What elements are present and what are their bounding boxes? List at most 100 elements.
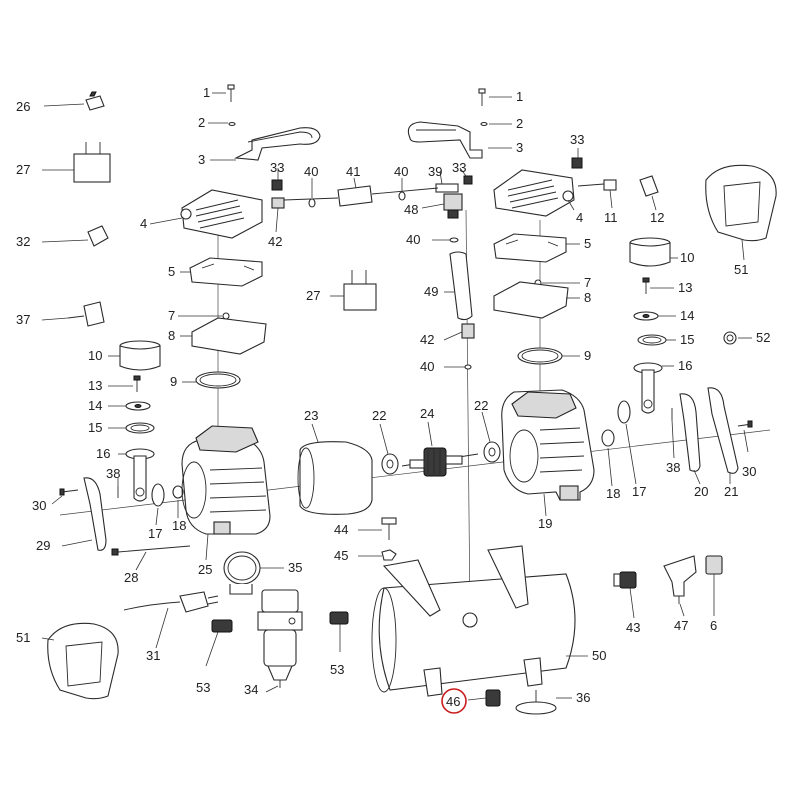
label-40b: 40 (394, 164, 408, 179)
fitting-part-42-left (271, 197, 285, 233)
label-13a: 13 (88, 378, 102, 393)
label-15a: 15 (88, 420, 102, 435)
valve-screw-part-7-left (178, 312, 230, 320)
washer-part-40-c (432, 237, 459, 243)
piston-screw-part-13-left (108, 375, 141, 392)
label-34: 34 (244, 682, 258, 697)
nipple-part-53-right (329, 611, 349, 652)
connecting-rod-part-16-right (633, 362, 674, 414)
label-35: 35 (288, 560, 302, 575)
label-10b: 10 (680, 250, 694, 265)
label-36: 36 (576, 690, 590, 705)
pin-part-38-right (671, 408, 675, 459)
fan-cover-part-20 (679, 393, 701, 485)
capacitor-part-27-right (330, 270, 377, 311)
label-52: 52 (756, 330, 770, 345)
label-8b: 8 (584, 290, 591, 305)
label-21: 21 (724, 484, 738, 499)
check-valve-part-48 (421, 193, 463, 219)
label-8a: 8 (168, 328, 175, 343)
label-32: 32 (16, 234, 30, 249)
label-27a: 27 (16, 162, 30, 177)
head-gasket-part-5-right (493, 233, 580, 263)
highlight-ring-part-46 (441, 688, 467, 714)
fitting-part-33-mid (459, 167, 473, 185)
eccentric-part-17-left (151, 483, 165, 526)
label-3b: 3 (516, 140, 523, 155)
label-42a: 42 (268, 234, 282, 249)
label-51b: 51 (734, 262, 748, 277)
power-cord-part-31 (123, 591, 219, 649)
bolt-part-30-left (51, 488, 79, 505)
label-39: 39 (428, 164, 442, 179)
label-17b: 17 (632, 484, 646, 499)
valve-plate-part-8-left (180, 317, 267, 355)
elbow-fitting-part-47 (663, 555, 697, 617)
piston-cup-part-15-left (108, 422, 155, 434)
label-14b: 14 (680, 308, 694, 323)
label-9a: 9 (170, 374, 177, 389)
o-ring-part-9-left (182, 371, 241, 389)
label-46: 46 (446, 694, 460, 709)
label-1b: 1 (516, 89, 523, 104)
cylinder-head-part-4-right (493, 169, 575, 217)
cylinder-head-part-4-left (149, 189, 263, 239)
label-7a: 7 (168, 308, 175, 323)
label-38a: 38 (106, 466, 120, 481)
label-16b: 16 (678, 358, 692, 373)
label-23: 23 (304, 408, 318, 423)
label-49: 49 (424, 284, 438, 299)
washer-part-2-right (480, 121, 512, 127)
label-9b: 9 (584, 348, 591, 363)
belt-guard-part-51-left (41, 622, 119, 700)
fitting-part-33-right (571, 148, 583, 169)
piston-part-10-right (629, 237, 678, 267)
label-5a: 5 (168, 264, 175, 279)
rubber-foot-part-36 (515, 690, 572, 715)
label-48: 48 (404, 202, 418, 217)
flexible-hose-part-49 (444, 251, 473, 321)
label-3a: 3 (198, 152, 205, 167)
label-44: 44 (334, 522, 348, 537)
label-27b: 27 (306, 288, 320, 303)
label-29: 29 (36, 538, 50, 553)
washer-part-40-a (308, 178, 316, 208)
washer-part-40-d (444, 364, 472, 370)
label-14a: 14 (88, 398, 102, 413)
connecting-rod-part-16-left (118, 448, 155, 502)
label-20: 20 (694, 484, 708, 499)
label-40d: 40 (420, 359, 434, 374)
bolt-part-44 (358, 517, 397, 540)
cap-part-52 (723, 331, 752, 345)
fitting-part-33-left (271, 168, 283, 191)
drain-valve-part-46 (467, 689, 501, 707)
bearing-part-22-left (379, 423, 399, 475)
main-shaft-axis (59, 429, 771, 516)
bearing-part-18-right (601, 429, 615, 487)
label-50: 50 (592, 648, 606, 663)
piston-screw-part-13-right (642, 277, 674, 294)
label-30a: 30 (32, 498, 46, 513)
crankcase-part-19-right (501, 389, 595, 517)
label-24: 24 (420, 406, 434, 421)
label-11: 11 (604, 210, 618, 225)
label-43: 43 (626, 620, 640, 635)
head-gasket-part-5-left (180, 257, 263, 287)
label-53b: 53 (330, 662, 344, 677)
label-6: 6 (710, 618, 717, 633)
label-40a: 40 (304, 164, 318, 179)
pressure-switch-part-11 (577, 179, 617, 209)
o-ring-part-9-right (517, 347, 580, 365)
screw-part-1-right (478, 88, 512, 106)
label-22b: 22 (474, 398, 488, 413)
piston-washer-part-14-right (633, 311, 676, 321)
label-26: 26 (16, 99, 30, 114)
label-30b: 30 (742, 464, 756, 479)
capacitor-clip-part-26 (43, 91, 105, 111)
crankcase-part-25-left (181, 425, 271, 561)
fitting-part-42-right (443, 323, 475, 341)
label-33c: 33 (570, 132, 584, 147)
label-42b: 42 (420, 332, 434, 347)
eccentric-part-17-right (617, 400, 637, 485)
